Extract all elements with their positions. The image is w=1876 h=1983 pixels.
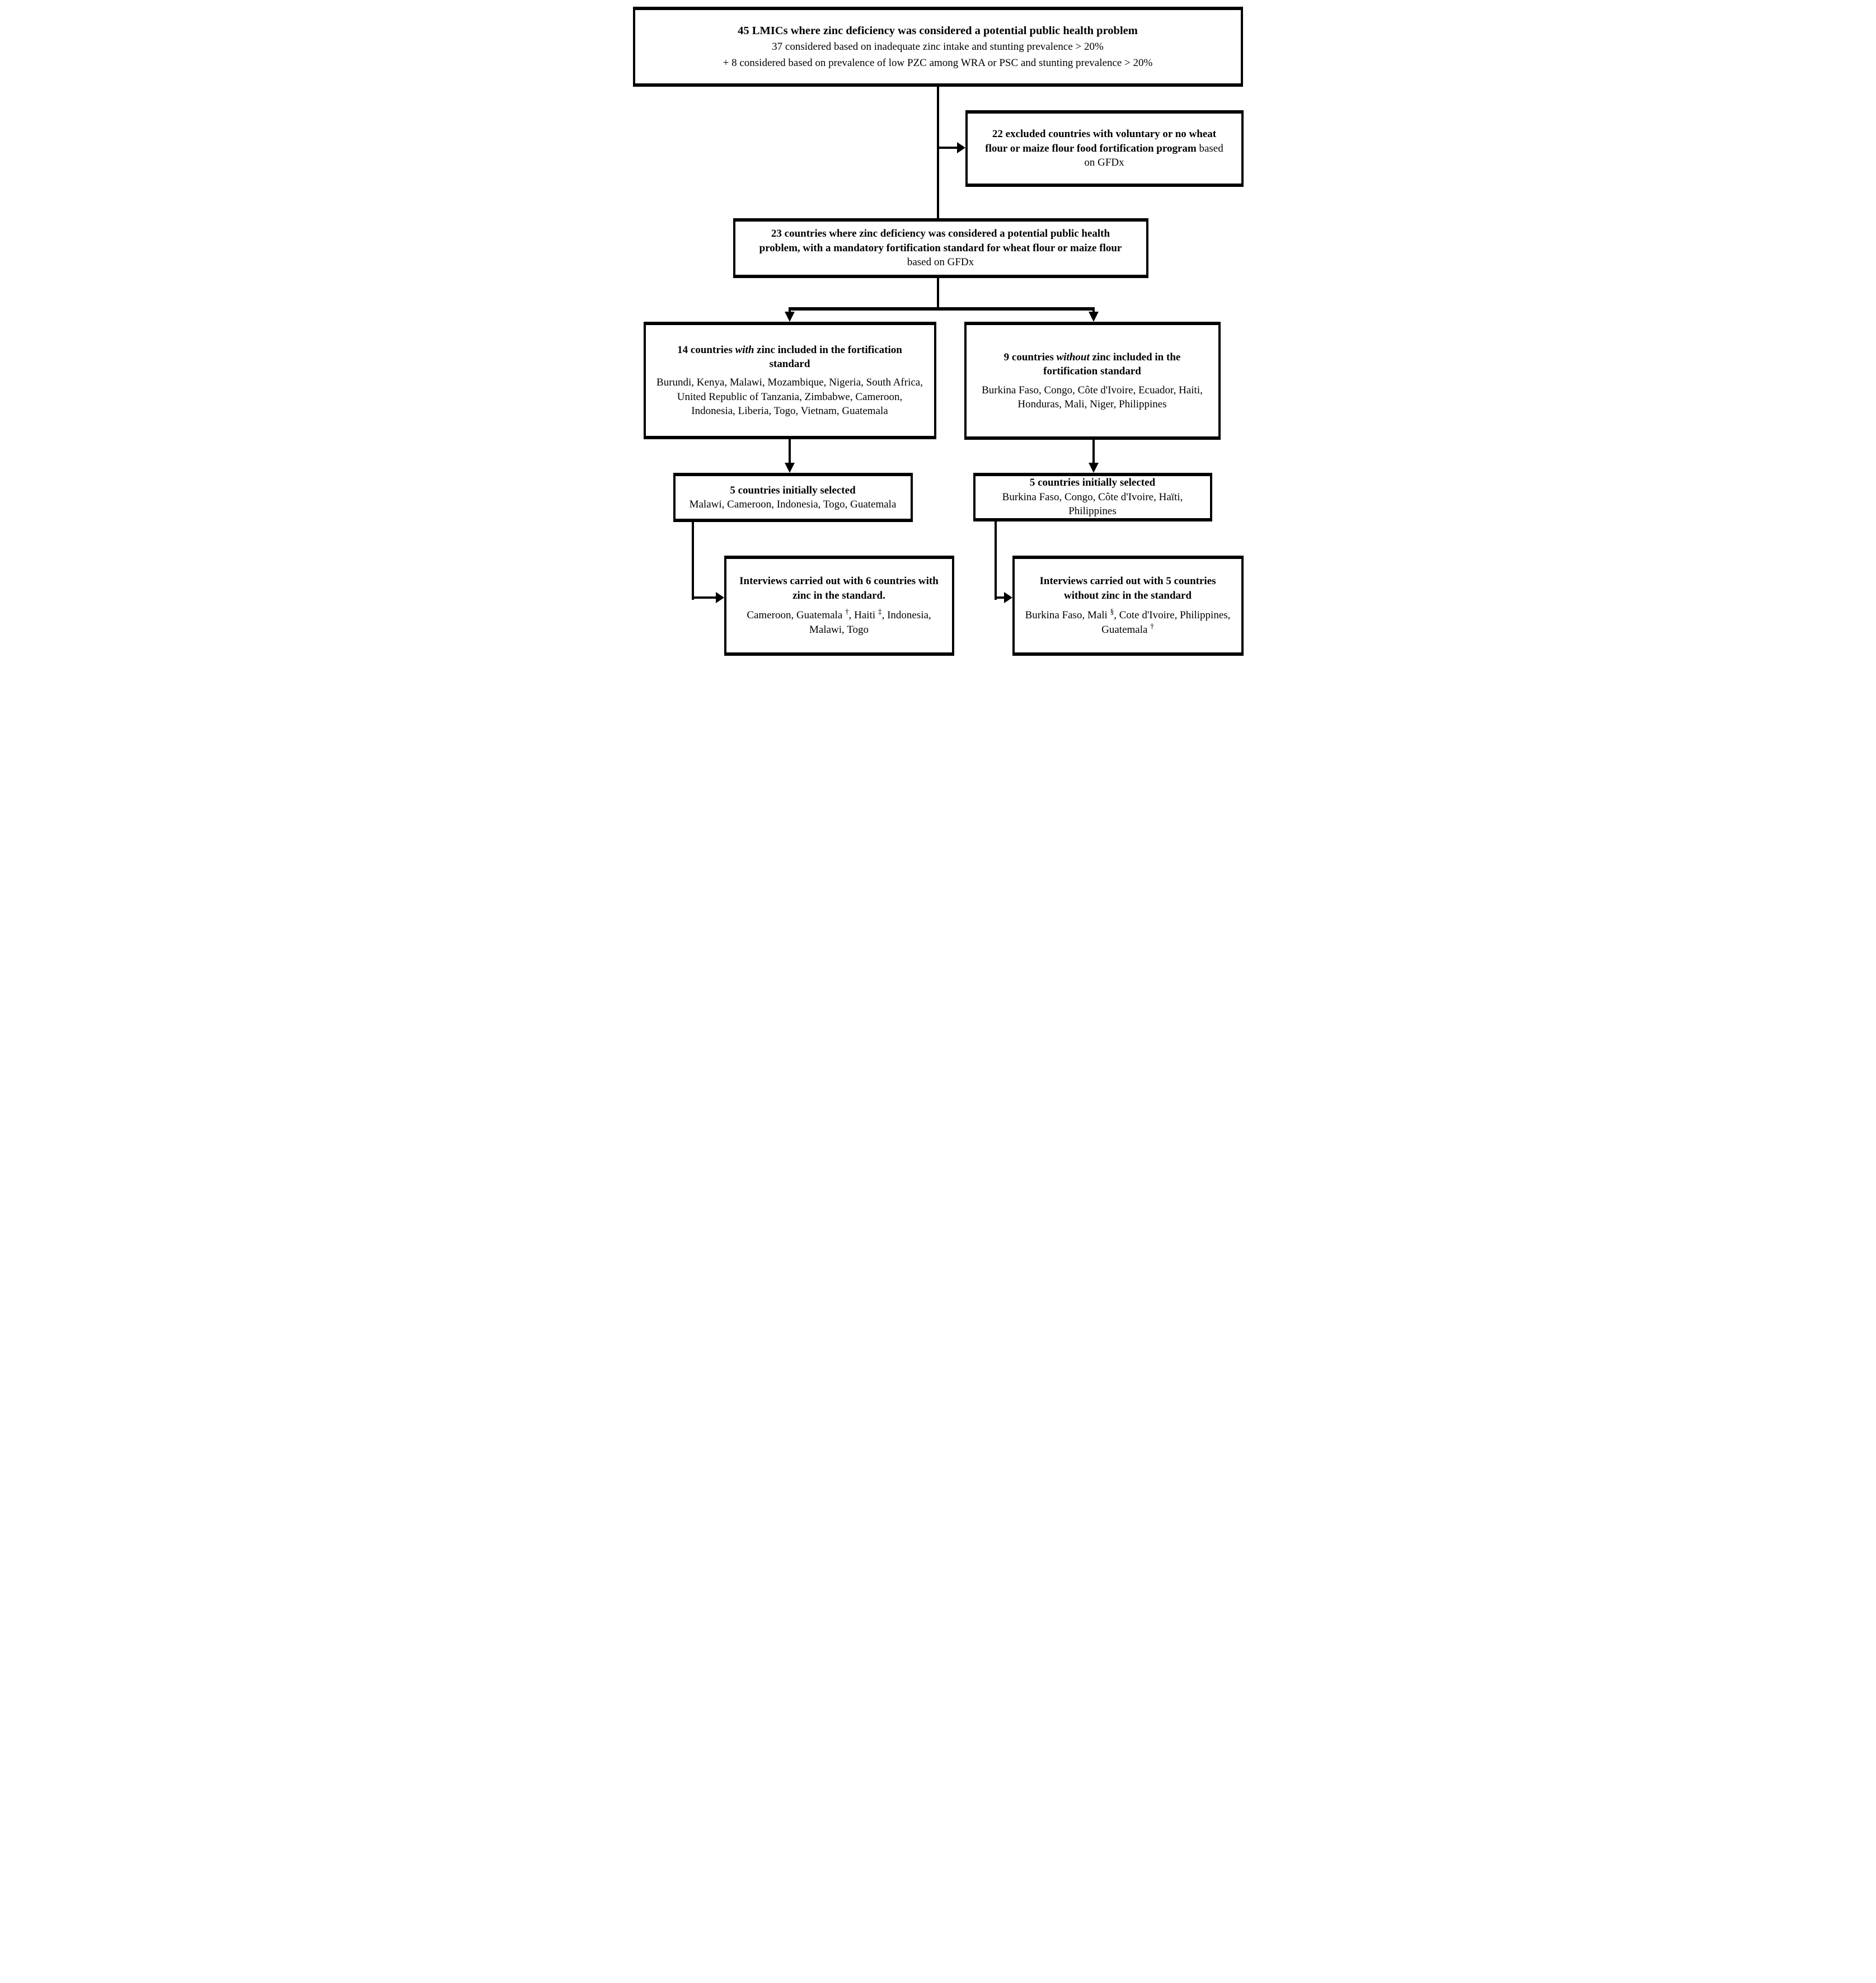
connector-line xyxy=(994,596,1005,599)
box-22-excluded: 22 excluded countries with voluntary or … xyxy=(965,110,1244,187)
arrow-right-icon xyxy=(956,142,965,153)
list-text: Burkina Faso, Mali xyxy=(1025,609,1110,621)
arrow-down-icon xyxy=(1088,312,1099,322)
arrow-down-icon xyxy=(784,312,795,322)
connector-line xyxy=(691,596,716,599)
flowchart: 45 LMICs where zinc deficiency was consi… xyxy=(625,0,1251,661)
connector-line xyxy=(788,439,791,464)
box-interviews-without-zinc: Interviews carried out with 5 countries … xyxy=(1012,556,1244,656)
title-text: zinc included in the fortification stand… xyxy=(1043,351,1181,378)
box-interviews-without-zinc-title: Interviews carried out with 5 countries … xyxy=(1039,575,1216,602)
title-italic-word: without xyxy=(1056,351,1090,363)
box-9-without-zinc: 9 countries without zinc included in the… xyxy=(964,322,1221,440)
box-23-countries-plain: based on GFDx xyxy=(907,256,974,269)
box-14-with-zinc-title: 14 countries with zinc included in the f… xyxy=(656,343,924,372)
list-text: , Haiti xyxy=(848,609,878,621)
box-45-lmics-line2: 37 considered based on inadequate zinc i… xyxy=(772,41,1104,53)
connector-line xyxy=(1092,440,1095,464)
title-text: 9 countries xyxy=(1003,351,1057,363)
box-14-with-zinc: 14 countries with zinc included in the f… xyxy=(643,322,936,439)
connector-line xyxy=(691,522,694,600)
box-14-with-zinc-list: Burundi, Kenya, Malawi, Mozambique, Nige… xyxy=(656,377,923,417)
connector-line xyxy=(937,147,958,149)
box-23-countries: 23 countries where zinc deficiency was c… xyxy=(733,218,1148,278)
box-45-lmics-line3: + 8 considered based on prevalence of lo… xyxy=(723,57,1153,69)
box-45-lmics: 45 LMICs where zinc deficiency was consi… xyxy=(632,7,1243,87)
dagger-symbol: † xyxy=(1150,622,1154,631)
box-5-selected-with: 5 countries initially selected Malawi, C… xyxy=(673,473,913,522)
section-symbol: § xyxy=(1110,607,1114,616)
double-dagger-symbol: ‡ xyxy=(878,607,882,616)
connector-split-bar xyxy=(788,307,1095,311)
connector-line xyxy=(936,87,939,218)
box-22-excluded-bold: 22 excluded countries with voluntary or … xyxy=(985,128,1217,154)
box-5-selected-without-title: 5 countries initially selected xyxy=(1029,477,1156,489)
arrow-right-icon xyxy=(1003,592,1012,603)
connector-line xyxy=(994,521,997,600)
box-5-selected-with-list: Malawi, Cameroon, Indonesia, Togo, Guate… xyxy=(689,499,897,510)
dagger-symbol: † xyxy=(845,607,849,616)
arrow-down-icon xyxy=(1088,463,1099,473)
box-22-excluded-plain: based on GFDx xyxy=(1084,142,1223,169)
list-text: , Indonesia, Malawi, Togo xyxy=(809,609,931,636)
arrow-down-icon xyxy=(784,463,795,473)
title-italic-word: with xyxy=(735,344,754,356)
box-9-without-zinc-list: Burkina Faso, Congo, Côte d'Ivoire, Ecua… xyxy=(982,384,1203,410)
box-interviews-with-zinc-list: Cameroon, Guatemala †, Haiti ‡, Indonesi… xyxy=(737,608,942,637)
box-interviews-without-zinc-list: Burkina Faso, Mali §, Cote d'Ivoire, Phi… xyxy=(1025,608,1231,637)
connector-line xyxy=(936,278,939,308)
box-9-without-zinc-title: 9 countries without zinc included in the… xyxy=(977,350,1208,379)
box-5-selected-without-list: Burkina Faso, Congo, Côte d'Ivoire, Haït… xyxy=(1002,491,1183,518)
list-text: , Cote d'Ivoire, Philippines, Guatemala xyxy=(1101,609,1231,636)
box-23-countries-bold: 23 countries where zinc deficiency was c… xyxy=(759,228,1122,254)
box-interviews-with-zinc-title: Interviews carried out with 6 countries … xyxy=(739,575,939,602)
list-text: Cameroon, Guatemala xyxy=(747,609,845,621)
box-interviews-with-zinc: Interviews carried out with 6 countries … xyxy=(724,556,954,656)
box-5-selected-without: 5 countries initially selected Burkina F… xyxy=(973,473,1212,521)
title-text: zinc included in the fortification stand… xyxy=(754,344,902,370)
box-5-selected-with-title: 5 countries initially selected xyxy=(730,484,856,496)
box-45-lmics-title: 45 LMICs where zinc deficiency was consi… xyxy=(738,24,1138,37)
title-text: 14 countries xyxy=(677,344,735,356)
arrow-right-icon xyxy=(715,592,724,603)
